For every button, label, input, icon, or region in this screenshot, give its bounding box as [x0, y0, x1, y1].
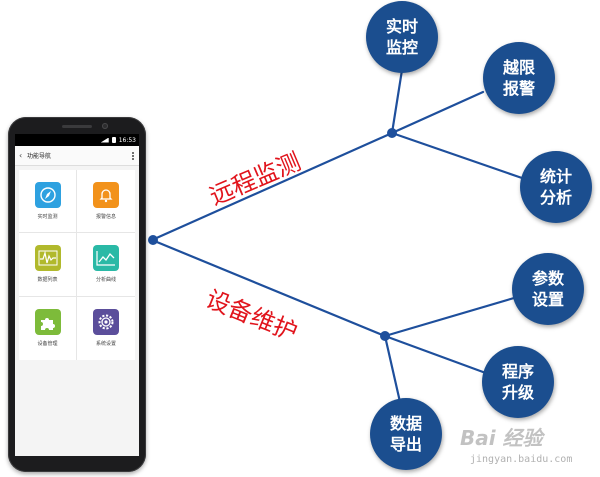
edge-upper-1: [390, 68, 404, 135]
puzzle-icon: [34, 309, 61, 336]
node-label: 参数设置: [531, 269, 564, 309]
trunk-lower: [150, 238, 387, 338]
node-statistical-analysis: 统计分析: [520, 151, 592, 223]
edge-lower-3: [383, 334, 402, 404]
node-label: 程序升级: [501, 362, 534, 402]
back-arrow-icon[interactable]: ‹: [19, 151, 23, 160]
node-data-export: 数据导出: [370, 398, 442, 470]
watermark-url: jingyan.baidu.com: [470, 454, 573, 465]
node-program-upgrade: 程序升级: [482, 346, 554, 418]
tile-alarm-info[interactable]: 报警信息: [77, 170, 135, 234]
node-parameter-settings: 参数设置: [512, 253, 584, 325]
tile-realtime-monitor[interactable]: 实时监测: [19, 170, 77, 234]
tile-label: 设备管理: [37, 341, 58, 348]
node-realtime-monitoring: 实时监控: [366, 1, 438, 73]
phone-mockup: 16:53 ‹ 功能导航 实时监测 报警信息: [8, 117, 146, 472]
tile-label: 数据列表: [37, 277, 58, 284]
root-node-dot: [148, 235, 158, 245]
edge-lower-1: [383, 296, 516, 338]
trunk-upper: [150, 131, 394, 242]
gear-icon: [93, 309, 119, 336]
bell-icon: [93, 182, 119, 209]
tile-label: 系统设置: [95, 341, 116, 348]
tile-data-list[interactable]: 数据列表: [19, 233, 77, 297]
phone-screen: 16:53 ‹ 功能导航 实时监测 报警信息: [15, 134, 139, 456]
status-time: 16:53: [118, 136, 136, 144]
compass-icon: [34, 182, 61, 209]
tile-label: 分析曲线: [95, 277, 116, 284]
tile-system-settings[interactable]: 系统设置: [77, 297, 135, 360]
signal-icon: [100, 137, 109, 143]
status-bar: 16:53: [15, 134, 139, 146]
node-label: 数据导出: [389, 414, 422, 454]
watermark-logo-text: Bai 经验: [460, 426, 543, 450]
node-label: 越限报警: [502, 58, 535, 98]
function-grid: 实时监测 报警信息 数据列表: [19, 170, 135, 360]
chart-line-icon: [93, 245, 119, 272]
node-label: 实时监控: [385, 17, 418, 57]
battery-icon: [111, 137, 116, 143]
waveform-icon: [34, 245, 61, 272]
edge-lower-2: [383, 334, 485, 374]
node-overlimit-alarm: 越限报警: [483, 42, 555, 114]
tile-device-management[interactable]: 设备管理: [19, 296, 77, 360]
phone-camera: [102, 123, 108, 129]
baidu-watermark: Bai 经验 jingyan.baidu.com: [460, 420, 592, 472]
node-label: 统计分析: [539, 167, 572, 207]
phone-earpiece: [62, 125, 92, 128]
tile-analysis-curve[interactable]: 分析曲线: [77, 233, 135, 297]
tile-label: 报警信息: [95, 214, 116, 221]
app-bar: ‹ 功能导航: [15, 146, 139, 166]
branch-node-dot-upper: [387, 128, 397, 138]
app-title: 功能导航: [27, 153, 52, 160]
tile-label: 实时监测: [37, 214, 58, 221]
edge-upper-2: [390, 90, 485, 135]
edge-upper-3: [390, 131, 524, 180]
overflow-menu-icon[interactable]: [132, 151, 135, 160]
branch-node-dot-lower: [380, 331, 390, 341]
